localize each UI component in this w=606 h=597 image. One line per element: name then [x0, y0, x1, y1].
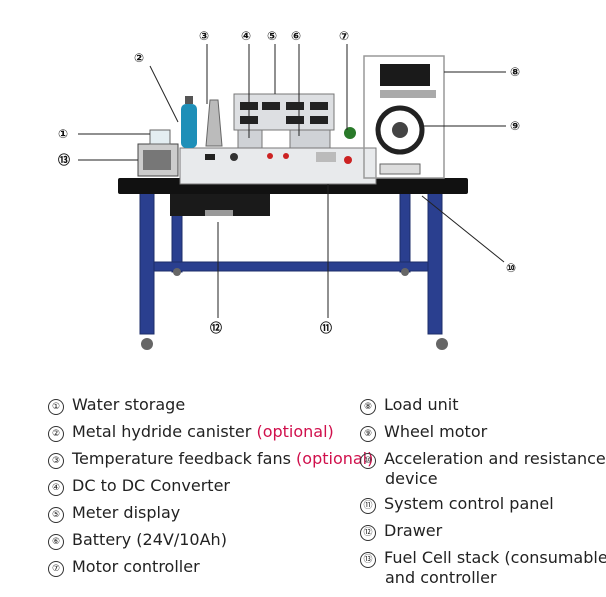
callout-10: ⑩: [506, 261, 516, 275]
wheel-motor: [375, 105, 425, 155]
callout-7: ⑦: [339, 29, 349, 43]
table-frame: [139, 191, 443, 335]
leader-lines: [78, 44, 506, 318]
metal-hydride-canister: [181, 96, 197, 148]
callout-1: ①: [58, 127, 68, 141]
casters: [141, 268, 448, 350]
fuel-cell-stack: [137, 143, 179, 177]
drawer: [170, 192, 270, 216]
temperature-feedback-fans: [205, 99, 223, 147]
callout-6: ⑥: [291, 29, 301, 43]
acceleration-resistance-device: [379, 163, 421, 175]
callout-11: ⑪: [320, 320, 332, 335]
system-control-panel: [179, 147, 377, 185]
callout-8: ⑧: [510, 65, 520, 79]
callout-labels: ① ② ③ ④ ⑤ ⑥ ⑦ ⑧ ⑨ ⑩ ⑪ ⑫ ⑬: [58, 29, 520, 335]
motor-controller: [344, 127, 356, 139]
callout-5: ⑤: [267, 29, 277, 43]
equipment-illustration: ① ② ③ ④ ⑤ ⑥ ⑦ ⑧ ⑨ ⑩ ⑪ ⑫ ⑬: [58, 29, 520, 350]
callout-4: ④: [241, 29, 251, 43]
callout-13: ⑬: [58, 152, 70, 167]
callout-2: ②: [134, 51, 144, 65]
battery: [289, 129, 331, 149]
load-unit: [363, 55, 445, 179]
water-storage: [149, 129, 171, 145]
callout-3: ③: [199, 29, 209, 43]
callout-12: ⑫: [210, 320, 222, 335]
callout-9: ⑨: [510, 119, 520, 133]
dc-dc-converter: [237, 129, 263, 149]
